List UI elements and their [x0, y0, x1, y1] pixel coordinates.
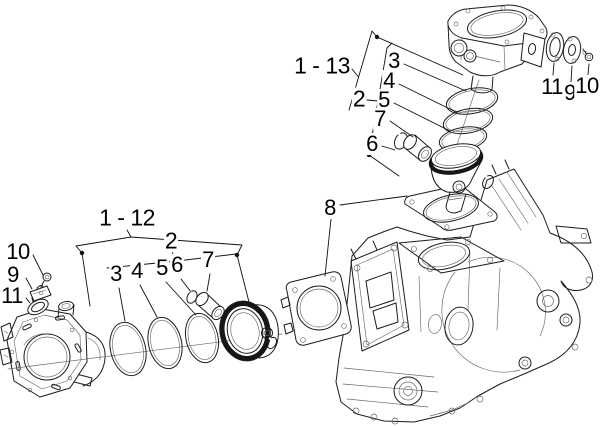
callout-label-front-kit: 1 - 13 [293, 52, 351, 79]
callout-label-rear-circlip: 6 [170, 252, 184, 277]
callout-label-front-circlip: 6 [365, 131, 379, 156]
callout-label-rear-plate: 9 [6, 262, 20, 287]
callout-label-front-plate: 9 [563, 80, 577, 105]
rear-base-gasket [280, 271, 352, 346]
callout-label-front-ring-second: 4 [382, 68, 396, 93]
callout-label-front-ring-oil: 5 [377, 87, 391, 112]
front-small-gasket [545, 32, 565, 62]
rear-bolt [36, 272, 52, 291]
callout-label-rear-kit: 1 - 12 [98, 204, 156, 231]
front-pin-clip [482, 174, 494, 190]
rear-gudgeon-pin [195, 291, 225, 321]
callout-label-front-small-gasket: 11 [540, 74, 564, 99]
rear-piston [219, 300, 279, 362]
callout-label-rear-ring-top: 3 [109, 261, 123, 286]
callout-label-front-gudgeon-pin: 7 [373, 106, 387, 131]
callout-label-rear-small-gasket: 11 [0, 283, 24, 308]
rear-small-gasket [27, 298, 49, 316]
callout-label-front-ring-top: 3 [387, 48, 401, 73]
callout-label-rear-bolt: 10 [5, 239, 31, 264]
callout-label-front-bolt: 10 [574, 73, 600, 98]
callout-label-rear-ring-second: 4 [130, 258, 144, 283]
crankcase [335, 159, 593, 425]
callout-label-front-subassembly: 2 [351, 85, 367, 112]
rear-cylinder-block [0, 293, 106, 398]
front-piston [428, 143, 484, 214]
front-plate [562, 36, 582, 64]
front-cylinder-block [447, 4, 548, 94]
rear-plate [29, 285, 52, 302]
callout-label-rear-ring-oil: 5 [155, 255, 169, 280]
callout-label-base-gasket: 8 [323, 195, 337, 220]
callout-label-rear-subassembly: 2 [163, 227, 179, 254]
rear-cylinder-group [0, 272, 283, 398]
front-gudgeon-pin [403, 134, 432, 162]
front-bolt [582, 48, 594, 62]
front-base-gasket [404, 185, 498, 231]
callout-label-rear-gudgeon-pin: 7 [201, 247, 215, 272]
rear-pin-clip [266, 336, 278, 350]
rear-piston-rings [109, 312, 220, 377]
front-cylinder-group [393, 4, 594, 214]
